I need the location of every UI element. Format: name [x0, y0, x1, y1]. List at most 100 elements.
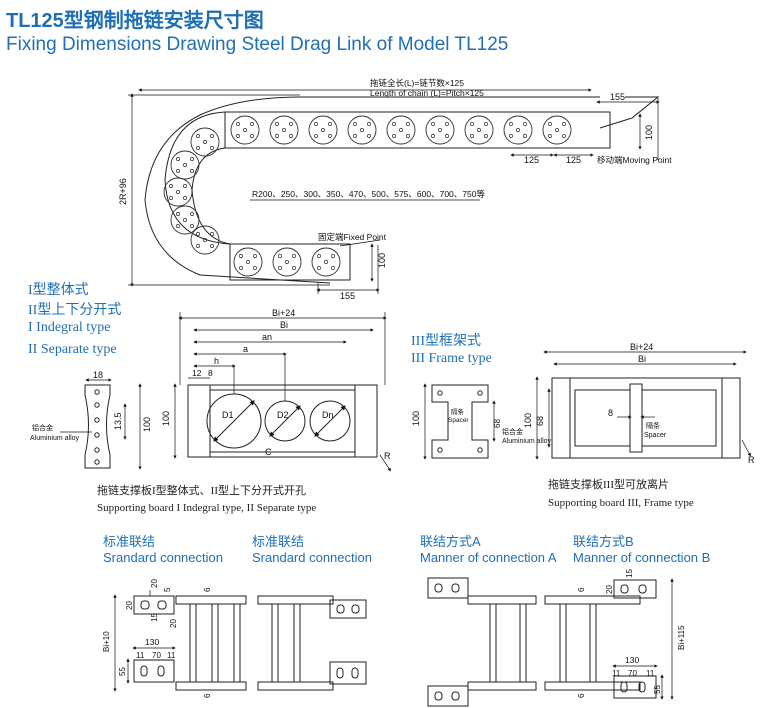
frame-dim-68: 68 [493, 419, 502, 428]
chain-link-hole [250, 122, 254, 126]
chain-link-hole [196, 244, 200, 248]
conn-b-dim-15: 15 [625, 569, 634, 578]
conn-std2-en: Srandard connection [252, 550, 372, 565]
chain-link-hole [176, 169, 180, 173]
chain-link-plate [190, 225, 220, 255]
conn-dim-20b: 20 [125, 601, 134, 610]
board12-bi24: Bi+24 [272, 308, 295, 318]
type-separate-en: II Separate type [28, 342, 117, 357]
board3-caption-en: Supporting board III, Frame type [548, 497, 694, 509]
conn-dim-bi10: Bi+10 [102, 631, 111, 652]
fixed-point-label: 固定端Fixed Point [318, 232, 387, 242]
chain-link-plate [163, 177, 193, 207]
chain-link-plate [542, 115, 572, 145]
frame-alu-cn: 铝合金 [502, 427, 523, 436]
conn-dim-55: 55 [118, 667, 127, 676]
conn-b-cn: 联结方式B [573, 534, 634, 549]
chain-link-hole [484, 134, 488, 138]
chain-link-hole [292, 254, 296, 258]
chain-link-hole [431, 122, 435, 126]
board3-spacer-en: Spacer [644, 432, 667, 439]
board12-h: h [214, 356, 219, 366]
board12-d1: D1 [222, 410, 234, 420]
chain-link-hole [367, 122, 371, 126]
board12-r: R [384, 451, 391, 461]
chain-link-hole [176, 157, 180, 161]
frame-part-drawing [431, 384, 489, 459]
chain-link-plate [233, 247, 263, 277]
board12-caption-cn: 拖链支撑板I型整体式、II型上下分开式开孔 [97, 485, 306, 497]
chain-link-hole [169, 184, 173, 188]
conn-std1-cn: 标准联结 [103, 534, 156, 549]
board12-d2: D2 [277, 410, 289, 420]
chain-link-hole [196, 146, 200, 150]
chain-link-hole [548, 134, 552, 138]
chain-link-hole [317, 254, 321, 258]
chain-link-plate [503, 115, 533, 145]
chain-link-plate [308, 115, 338, 145]
conn-b-dim-11a: 11 [612, 669, 621, 678]
conn-dim-15: 15 [150, 613, 159, 622]
conn-dim-70: 70 [152, 651, 161, 660]
chain-link-hole [392, 134, 396, 138]
conn-b-dim-11b: 11 [646, 669, 655, 678]
board3-spacer-cn: 隔条 [646, 421, 660, 430]
board12-bi: Bi [280, 320, 288, 330]
chain-link-hole [278, 266, 282, 270]
conn-dim-11b: 11 [167, 651, 176, 660]
conn-dim-6a: 6 [203, 587, 212, 592]
dim-155-bottom: 155 [340, 291, 355, 301]
frame-alu-en: Aluminium alloy [502, 438, 552, 445]
frame-spacer-cn: 隔条 [451, 407, 465, 416]
chain-link-hole [203, 238, 207, 242]
dim-13-5: 13.5 [113, 412, 123, 430]
board3-bi: Bi [638, 354, 646, 364]
chain-link-hole [331, 266, 335, 270]
chain-link-hole [183, 218, 187, 222]
conn-a-en: Manner of connection A [420, 550, 557, 565]
chain-link-hole [289, 134, 293, 138]
chain-link-hole [190, 224, 194, 228]
dim-100-right: 100 [644, 125, 654, 140]
chain-link-hole [392, 122, 396, 126]
conn-b-en: Manner of connection B [573, 550, 711, 565]
chain-link-plate [464, 115, 494, 145]
board12-an: an [262, 332, 272, 342]
conn-std2-cn: 标准联结 [252, 534, 305, 549]
alu-label-en: Aluminium alloy [30, 435, 80, 442]
board12-a: a [243, 344, 248, 354]
title-english: Fixing Dimensions Drawing Steel Drag Lin… [6, 34, 509, 55]
chain-link-hole [289, 122, 293, 126]
dim-100-bottom: 100 [377, 253, 387, 268]
type-frame-cn: III型框架式 [411, 334, 481, 349]
chain-link-hole [484, 122, 488, 126]
board12-dn: Dn [322, 410, 334, 420]
conn-dim-130: 130 [145, 637, 159, 647]
chain-link-hole [275, 122, 279, 126]
chain-link-hole [328, 134, 332, 138]
conn-a-dim-6a: 6 [577, 587, 586, 592]
chain-link-hole [236, 122, 240, 126]
chain-link-hole [367, 134, 371, 138]
chain-link-hole [324, 260, 328, 264]
chain-link-hole [523, 122, 527, 126]
chain-link-hole [183, 184, 187, 188]
chain-link-hole [176, 212, 180, 216]
chain-link-hole [196, 134, 200, 138]
chain-link-hole [353, 134, 357, 138]
chain-link-hole [253, 254, 257, 258]
chain-link-hole [562, 134, 566, 138]
dim-18: 18 [93, 370, 103, 380]
chain-link-hole [314, 122, 318, 126]
chain-link-hole [246, 260, 250, 264]
chain-link-hole [190, 157, 194, 161]
chain-link-hole [548, 122, 552, 126]
chain-links [163, 115, 572, 277]
conn-a-cn: 联结方式A [420, 534, 481, 549]
conn-dim-6b: 6 [203, 693, 212, 698]
chain-link-hole [470, 134, 474, 138]
side-plate-drawing [84, 384, 111, 469]
alu-label-cn: 铝合金 [32, 423, 53, 432]
chain-link-hole [275, 134, 279, 138]
chain-link-hole [523, 134, 527, 138]
